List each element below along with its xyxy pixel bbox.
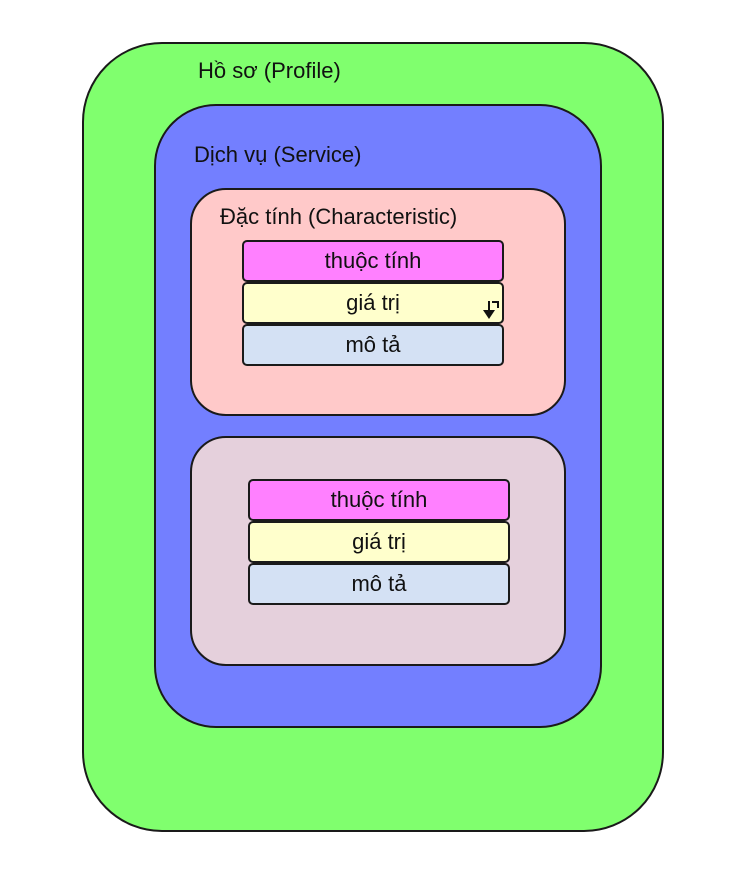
characteristic-title-1: Đặc tính (Characteristic) [220, 204, 458, 229]
arrow-down-icon [483, 301, 499, 319]
characteristic-2-attribute-row: thuộc tính [248, 479, 510, 521]
characteristic-2-descriptor-row: mô tả [248, 563, 510, 605]
profile-title: Hồ sơ (Profile) [198, 58, 341, 83]
characteristic-1-value-row: giá trị [242, 282, 504, 324]
characteristic-2-value-row: giá trị [248, 521, 510, 563]
characteristic-1-attribute-row: thuộc tính [242, 240, 504, 282]
characteristic-1-descriptor-row: mô tả [242, 324, 504, 366]
service-title: Dịch vụ (Service) [194, 142, 362, 167]
